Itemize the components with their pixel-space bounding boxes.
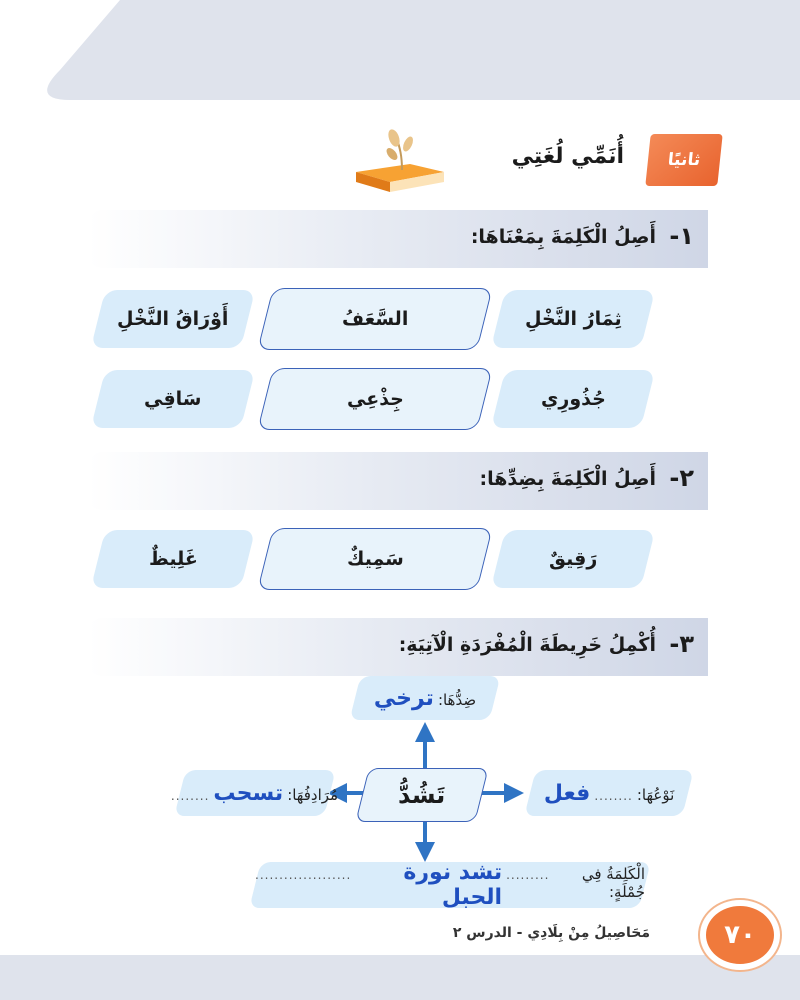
q1-left-cell-1[interactable]: أَوْرَاقُ النَّخْلِ [90, 290, 256, 348]
question-1-bar: ١- أَصِلُ الْكَلِمَةَ بِمَعْنَاهَا: [88, 210, 708, 268]
type-dots: ........ [594, 788, 633, 803]
q2-right-cell[interactable]: رَقِيقٌ [490, 530, 656, 588]
center-word-label: تَشُدُّ [398, 781, 446, 809]
q1-cell-label: سَاقِي [144, 388, 202, 410]
bottom-decorative-band [0, 955, 800, 1000]
section-badge: ثانيًا [645, 134, 723, 186]
word-map-center-word: تَشُدُّ [355, 768, 489, 822]
question-1-number: ١- [669, 222, 694, 250]
section-header: ثانيًا أُنَمِّي لُغَتِي [340, 128, 723, 198]
opposite-answer: ترخي [373, 685, 434, 711]
opposite-label: ضِدُّهَا: [437, 690, 477, 709]
footer-lesson-title: مَحَاصِيلُ مِنْ بِلَادِي - الدرس ٢ [452, 925, 650, 941]
q2-cell-label: سَمِيكٌ [346, 548, 404, 570]
sentence-answer: تشد نورة الحبل [403, 860, 503, 910]
q1-cell-label: جُذُورِي [540, 388, 606, 410]
question-2-prompt: أَصِلُ الْكَلِمَةَ بِضِدِّهَا: [479, 468, 656, 490]
q1-left-cell-2[interactable]: سَاقِي [90, 370, 256, 428]
q1-cell-label: أَوْرَاقُ النَّخْلِ [117, 308, 229, 330]
word-map-opposite-box[interactable]: ضِدُّهَا: ترخي [349, 676, 501, 720]
top-decorative-band [0, 0, 800, 100]
word-map-type-box[interactable]: نَوْعُهَا: ........ فعل [524, 770, 694, 816]
word-map-sentence-box[interactable]: الْكَلِمَةُ فِي جُمْلَةٍ: ......... تشد … [249, 860, 651, 910]
sentence-dots-before: ......... [506, 868, 550, 882]
question-3-number: ٣- [669, 630, 694, 658]
q2-left-cell[interactable]: غَلِيظٌ [90, 530, 256, 588]
synonym-answer: تسحب [213, 780, 284, 806]
page-number: ٧٠ [724, 920, 756, 950]
question-2-number: ٢- [669, 464, 694, 492]
section-title: أُنَمِّي لُغَتِي [511, 144, 624, 169]
q1-middle-cell-2[interactable]: جِذْعِي [257, 368, 493, 430]
q1-right-cell-2[interactable]: جُذُورِي [490, 370, 656, 428]
type-answer: فعل [543, 780, 591, 806]
question-3-bar: ٣- أُكْمِلُ خَرِيطَةَ الْمُفْرَدَةِ الْآ… [88, 618, 708, 676]
sentence-dots-after: .................... [255, 868, 352, 882]
q1-cell-label: ثِمَارُ النَّخْلِ [524, 308, 622, 330]
q1-right-cell-1[interactable]: ثِمَارُ النَّخْلِ [490, 290, 656, 348]
q1-middle-cell-1[interactable]: السَّعَفُ [257, 288, 493, 350]
section-badge-label: ثانيًا [666, 150, 702, 170]
q2-cell-label: غَلِيظٌ [148, 548, 198, 570]
q2-middle-cell[interactable]: سَمِيكٌ [257, 528, 493, 590]
synonym-label: مُرَادِفُهَا: [287, 785, 339, 804]
question-3-prompt: أُكْمِلُ خَرِيطَةَ الْمُفْرَدَةِ الْآتِي… [398, 634, 656, 656]
question-1-prompt: أَصِلُ الْكَلِمَةَ بِمَعْنَاهَا: [470, 226, 656, 248]
synonym-dots: ........ [171, 788, 210, 803]
sentence-label: الْكَلِمَةُ فِي جُمْلَةٍ: [581, 865, 645, 901]
type-label: نَوْعُهَا: [636, 785, 675, 804]
question-2-bar: ٢- أَصِلُ الْكَلِمَةَ بِضِدِّهَا: [88, 452, 708, 510]
book-plant-icon [356, 129, 444, 192]
q1-cell-label: جِذْعِي [346, 388, 404, 410]
q1-cell-label: السَّعَفُ [341, 308, 409, 330]
q2-cell-label: رَقِيقٌ [548, 548, 598, 570]
word-map-synonym-box[interactable]: مُرَادِفُهَا: تسحب ........ [171, 770, 339, 816]
page-number-badge: ٧٠ [700, 900, 780, 970]
